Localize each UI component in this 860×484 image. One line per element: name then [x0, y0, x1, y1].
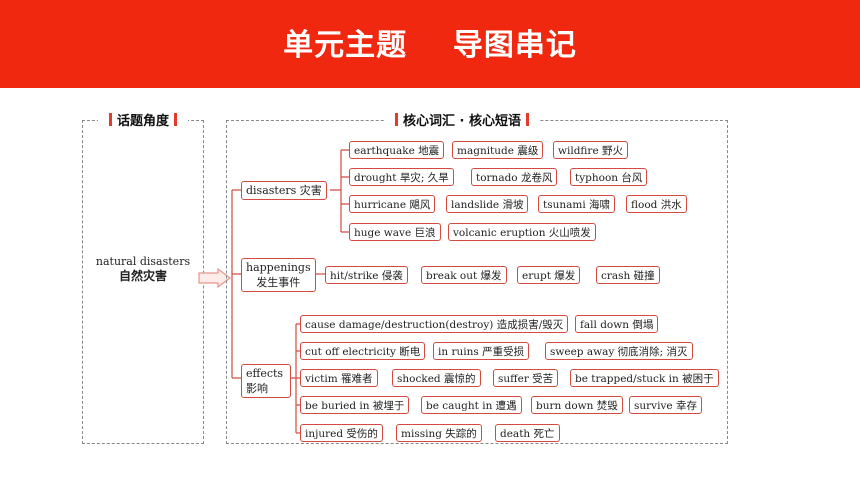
vocab-item: be trapped/stuck in 被困于 [570, 369, 719, 387]
vocabulary-panel-heading: 核心词汇 · 核心短语 [384, 113, 540, 129]
vocab-item: survive 幸存 [629, 396, 702, 414]
vocab-item: huge wave 巨浪 [349, 223, 441, 241]
vocab-item: landslide 滑坡 [446, 195, 529, 213]
vocab-item: shocked 震惊的 [392, 369, 481, 387]
topic-label: natural disasters 自然灾害 [88, 255, 198, 283]
vocab-item: volcanic eruption 火山喷发 [448, 223, 596, 241]
topic-label-en: natural disasters [95, 255, 191, 268]
topic-panel-heading: 话题角度 [98, 113, 189, 129]
vocab-item: hurricane 飓风 [349, 195, 436, 213]
vocab-item: hit/strike 侵袭 [325, 266, 408, 284]
vocab-item: magnitude 震级 [452, 141, 544, 159]
vocab-item: erupt 爆发 [517, 266, 581, 284]
vocab-item: be buried in 被埋于 [300, 396, 410, 414]
vocab-item: cut off electricity 断电 [300, 342, 426, 360]
vocab-item: sweep away 彻底消除; 消灭 [545, 342, 693, 360]
vocab-item: typhoon 台风 [570, 168, 648, 186]
category-effects: effects 影响 [241, 364, 291, 398]
vocab-item: be caught in 遭遇 [421, 396, 522, 414]
category-happenings: happenings 发生事件 [241, 258, 316, 292]
right-arrow-icon [198, 268, 231, 288]
topic-label-zh: 自然灾害 [118, 269, 167, 283]
vocab-item: missing 失踪的 [396, 424, 482, 442]
vocab-item: crash 碰撞 [596, 266, 660, 284]
vocab-item: suffer 受苦 [493, 369, 559, 387]
vocab-item: burn down 焚毁 [531, 396, 623, 414]
vocab-item: injured 受伤的 [300, 424, 383, 442]
vocab-item: drought 旱灾; 久旱 [349, 168, 454, 186]
header-banner [0, 0, 860, 88]
vocab-item: in ruins 严重受损 [433, 342, 530, 360]
vocab-item: tsunami 海啸 [538, 195, 616, 213]
category-disasters: disasters 灾害 [241, 181, 327, 200]
vocab-item: cause damage/destruction(destroy) 造成损害/毁… [300, 315, 569, 333]
page-title: 单元主题 导图串记 [283, 28, 577, 63]
vocab-item: break out 爆发 [421, 266, 507, 284]
vocab-item: tornado 龙卷风 [471, 168, 558, 186]
vocab-item: fall down 倒塌 [575, 315, 659, 333]
vocab-item: earthquake 地震 [349, 141, 445, 159]
vocab-item: wildfire 野火 [553, 141, 628, 159]
vocab-item: victim 罹难者 [300, 369, 378, 387]
vocab-item: flood 洪水 [626, 195, 687, 213]
vocab-item: death 死亡 [495, 424, 560, 442]
